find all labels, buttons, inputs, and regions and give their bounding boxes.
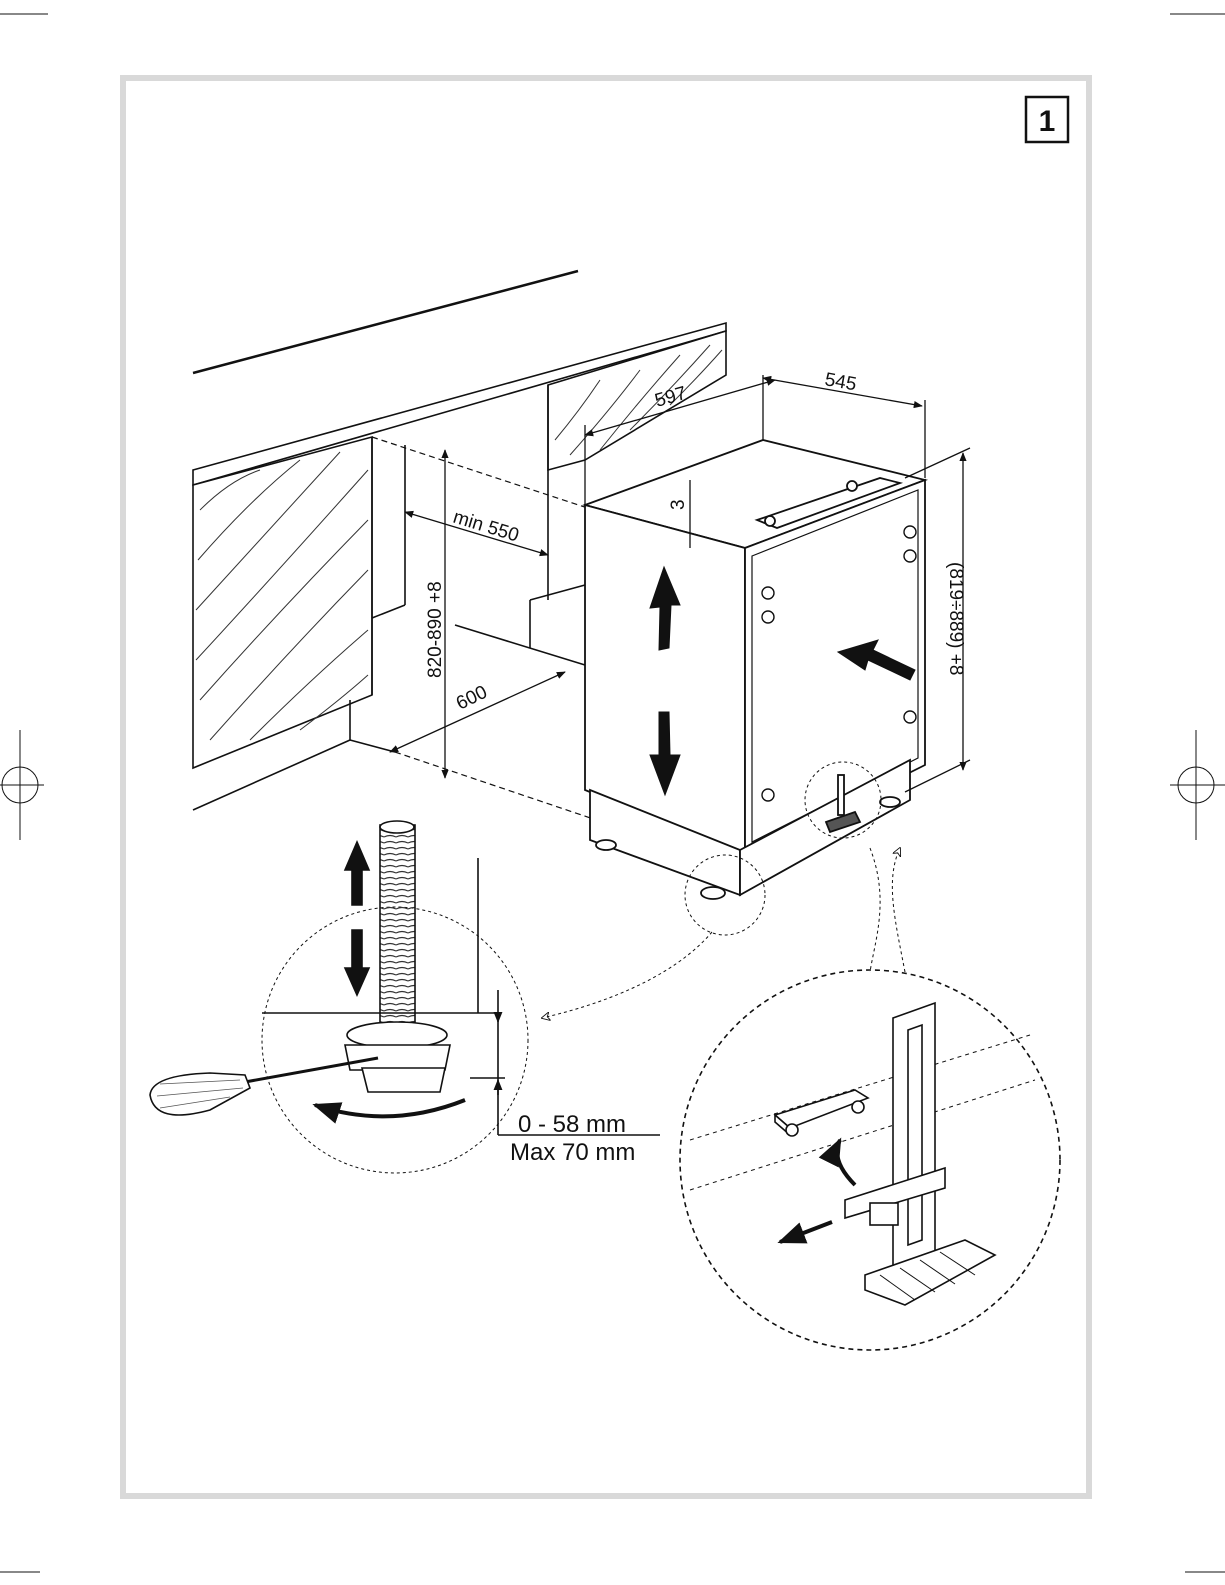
slider-arrows bbox=[780, 1140, 855, 1242]
appliance bbox=[585, 440, 925, 899]
min-depth-label: min 550 bbox=[451, 507, 522, 547]
figure-number: 1 bbox=[1039, 105, 1056, 138]
adjust-max-label: Max 70 mm bbox=[510, 1139, 635, 1166]
raise-arrow-icon bbox=[345, 842, 369, 905]
appliance-height-label: (819÷889) +8 bbox=[945, 562, 966, 675]
height-range-label: 820-890 +8 bbox=[425, 581, 446, 678]
adjust-range-label: 0 - 58 mm bbox=[518, 1111, 626, 1138]
foot-detail bbox=[150, 821, 660, 1135]
depth-label: 545 bbox=[823, 369, 858, 395]
slider-detail bbox=[690, 1003, 1035, 1305]
gap-label: 3 bbox=[668, 499, 689, 510]
figure-number-box: 1 bbox=[1026, 97, 1068, 142]
lower-arrow-icon bbox=[345, 930, 369, 995]
niche-width-label: 600 bbox=[453, 682, 491, 715]
